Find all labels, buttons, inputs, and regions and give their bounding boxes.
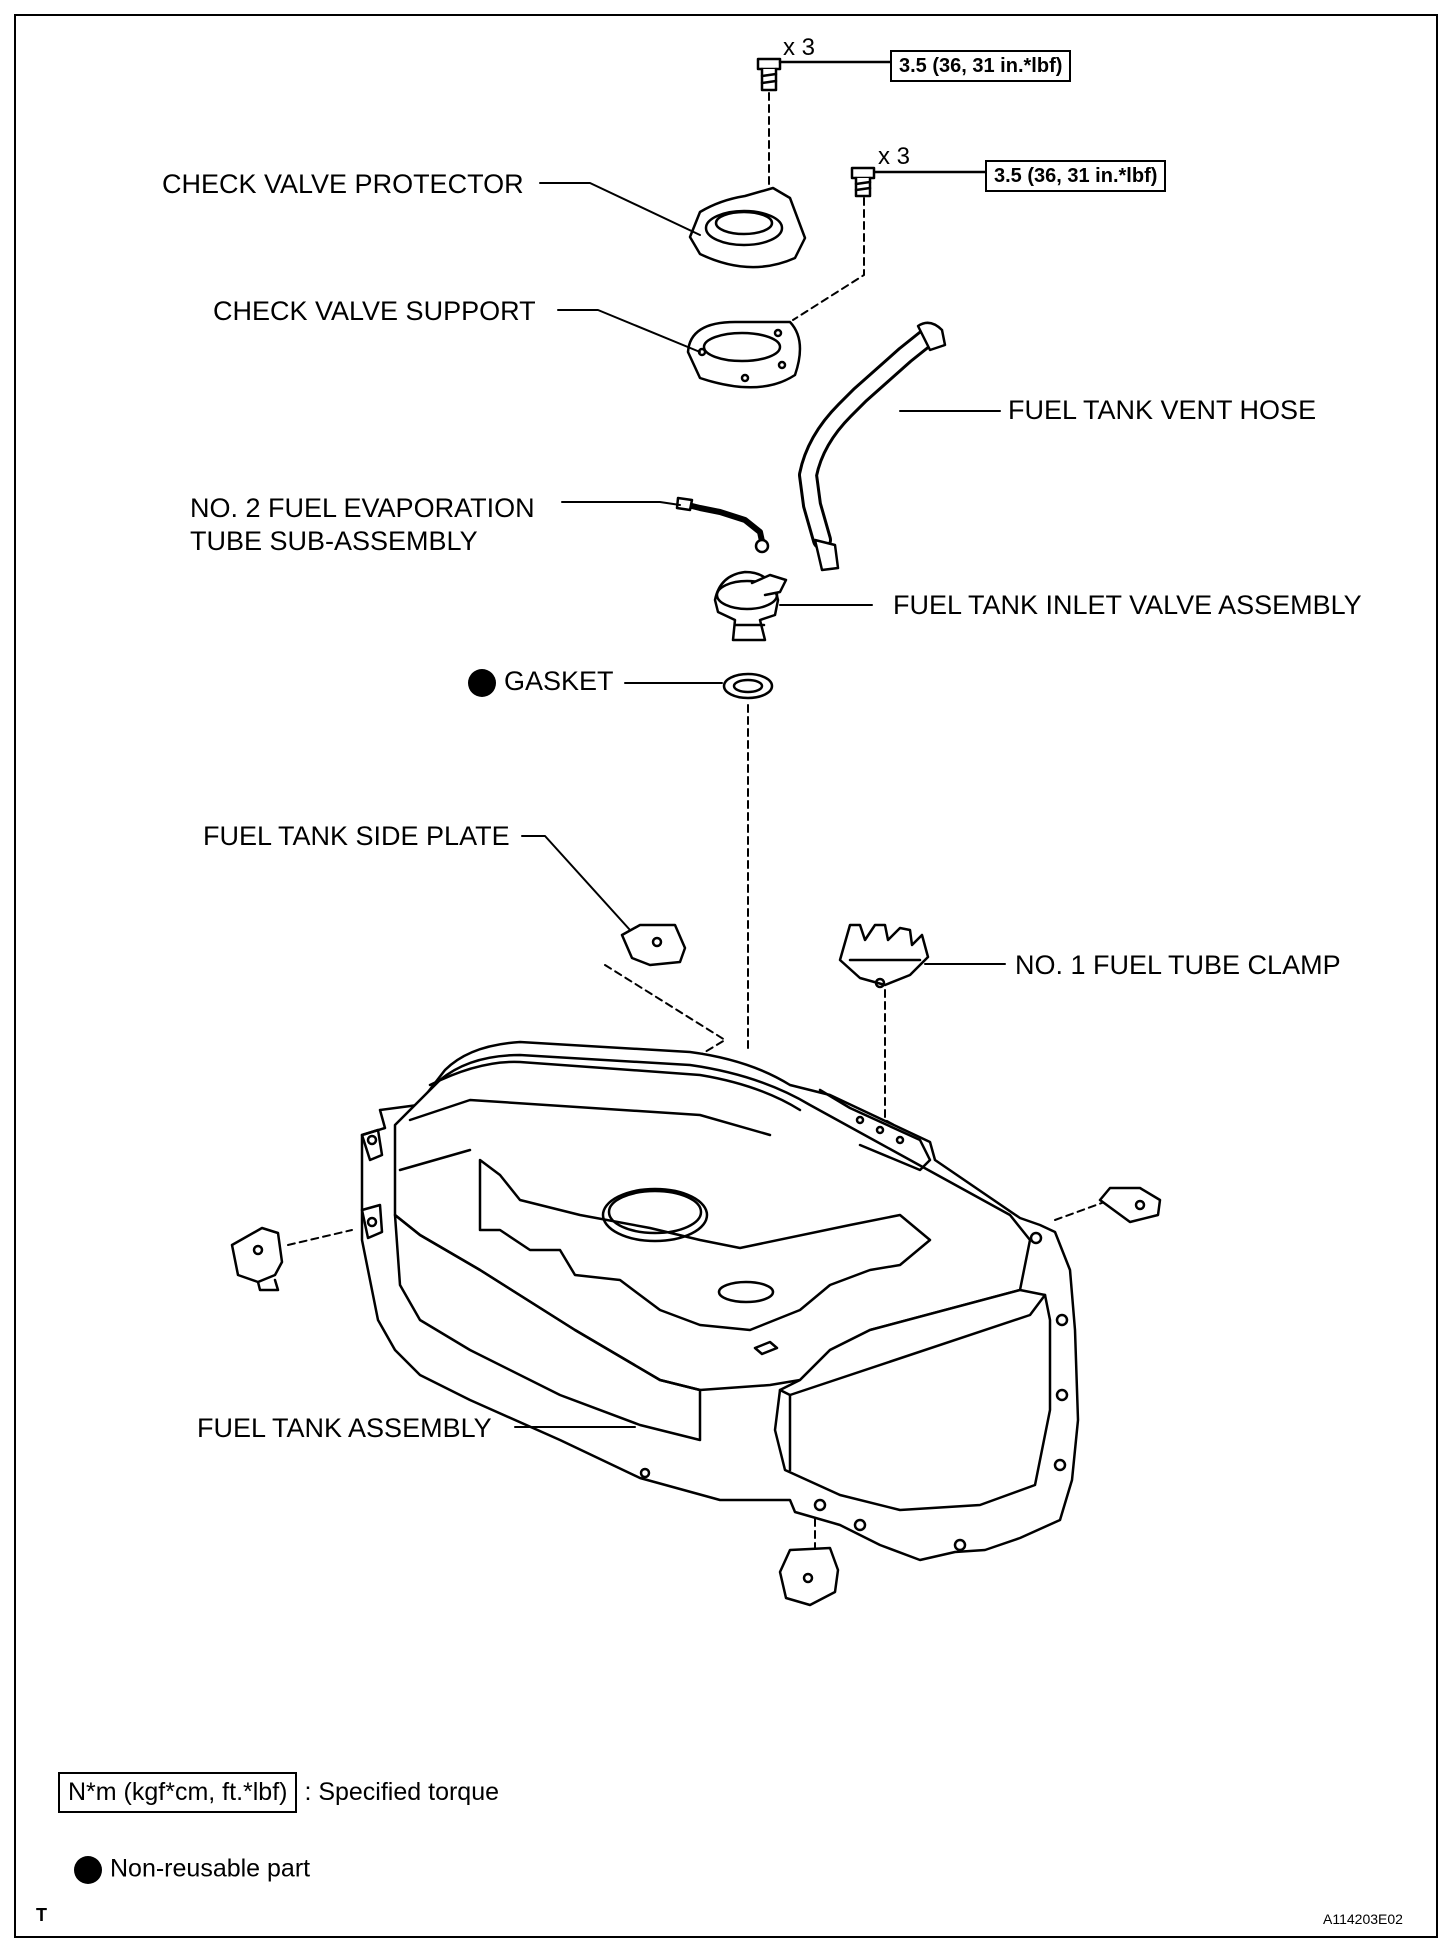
bolt-icon <box>756 57 782 92</box>
check-valve-support-part <box>686 320 802 389</box>
label-tank-assembly: FUEL TANK ASSEMBLY <box>197 1413 492 1443</box>
fuel-tank-vent-hose-part <box>798 321 947 572</box>
footer-right-code: A114203E02 <box>1323 1911 1403 1927</box>
torque-spec-box: 3.5 (36, 31 in.*lbf) <box>985 160 1167 192</box>
non-reusable-dot-icon <box>468 668 496 697</box>
fuel-tank-part <box>360 1040 1080 1562</box>
legend-nonreusable-desc: Non-reusable part <box>110 1854 311 1883</box>
bolt-qty-label: x 3 <box>878 143 911 170</box>
check-valve-protector-part <box>688 186 807 269</box>
legend-torque: N*m (kgf*cm, ft.*lbf) : Specified torque <box>58 1772 499 1813</box>
side-plate-part <box>230 1226 284 1292</box>
fuel-tank-inlet-valve-part <box>713 570 788 642</box>
side-plate-part <box>620 923 687 967</box>
legend-torque-box: N*m (kgf*cm, ft.*lbf) <box>58 1772 298 1813</box>
label-side-plate: FUEL TANK SIDE PLATE <box>203 821 510 851</box>
legend-nonreusable: Non-reusable part <box>74 1856 310 1884</box>
label-leaders <box>514 182 1006 1428</box>
evap-tube-part <box>675 496 770 554</box>
label-check-valve-protector: CHECK VALVE PROTECTOR <box>162 169 524 199</box>
label-gasket: GASKET <box>468 668 614 697</box>
label-inlet-valve: FUEL TANK INLET VALVE ASSEMBLY <box>893 590 1362 620</box>
fuel-tube-clamp-part <box>838 923 930 989</box>
label-evap-tube-line1: NO. 2 FUEL EVAPORATION <box>190 493 535 523</box>
label-check-valve-support: CHECK VALVE SUPPORT <box>213 296 536 326</box>
bolt-qty-label: x 3 <box>783 34 816 61</box>
gasket-label-text: GASKET <box>504 666 614 696</box>
torque-spec-box: 3.5 (36, 31 in.*lbf) <box>890 50 1072 82</box>
gasket-part <box>722 672 774 700</box>
label-evap-tube-line2: TUBE SUB-ASSEMBLY <box>190 526 478 556</box>
label-fuel-tank-vent-hose: FUEL TANK VENT HOSE <box>1008 395 1317 425</box>
side-plate-part <box>1098 1186 1162 1224</box>
footer-left-code: T <box>36 1905 47 1925</box>
bolt-icon <box>850 166 876 198</box>
page-frame <box>14 14 1438 1938</box>
non-reusable-dot-icon <box>74 1856 102 1884</box>
label-tube-clamp: NO. 1 FUEL TUBE CLAMP <box>1015 950 1341 980</box>
legend-torque-desc: : Specified torque <box>304 1778 500 1806</box>
side-plate-part <box>778 1546 840 1607</box>
